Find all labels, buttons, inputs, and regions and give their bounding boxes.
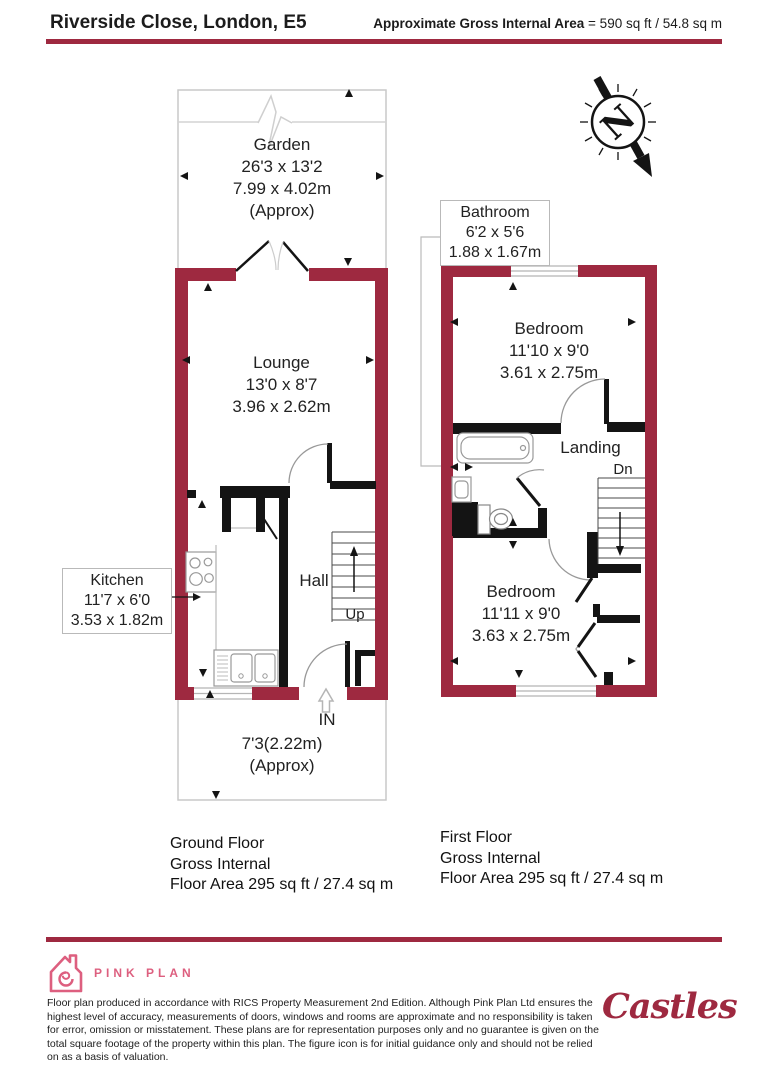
garden-approx: (Approx) [249,201,315,220]
pink-plan-logo-icon [49,954,83,993]
lounge-name: Lounge [253,353,310,372]
bedroom-front-door [548,538,594,603]
front-path-label: 7'3(2.22m) (Approx) [178,733,386,777]
stairs-dn-label: Dn [613,461,633,478]
bathroom-label-box: Bathroom 6'2 x 5'6 1.88 x 1.67m [440,200,550,266]
entrance-arrow-icon [317,687,335,713]
kitchen-window [194,687,252,700]
bedroom-front-metric: 3.63 x 2.75m [471,626,571,645]
compass-circle [590,94,646,150]
stairs-up [331,531,375,622]
wardrobe-doors [575,622,598,678]
front-path-approx: (Approx) [249,756,315,775]
first-floor-caption: First Floor Gross Internal Floor Area 29… [440,828,663,890]
front-door [303,641,350,688]
kitchen-imperial: 11'7 x 6'0 [83,592,151,609]
bedroom-rear-name: Bedroom [514,319,584,338]
landing-label: Landing [560,438,621,457]
bathtub-icon [456,432,534,464]
first-outer-walls [441,265,657,697]
garden-french-doors [235,240,309,272]
bedroom-rear-metric: 3.61 x 2.75m [499,363,599,382]
bedroom-rear-label: Bedroom 11'10 x 9'0 3.61 x 2.75m [445,318,653,384]
ground-caption-line3: Floor Area 295 sq ft / 27.4 sq m [170,876,394,893]
first-caption-line1: First Floor [440,829,512,846]
bedroom-rear-door [560,378,609,424]
garden-metric: 7.99 x 4.02m [232,179,332,198]
ground-floor-plan [167,89,388,801]
bedroom-front-name: Bedroom [486,582,556,601]
sink-icon [213,649,279,687]
page-title: Riverside Close, London, E5 [50,12,307,33]
first-caption-line2: Gross Internal [440,849,541,867]
bathroom-label-leader [420,236,441,467]
stairs-up-label: Up [345,606,365,623]
first-caption-line3: Floor Area 295 sq ft / 27.4 sq m [440,870,664,887]
pink-plan-brand-text: PINK PLAN [94,966,195,980]
lounge-label: Lounge 13'0 x 8'7 3.96 x 2.62m [175,352,388,418]
kitchen-label-box: Kitchen 11'7 x 6'0 3.53 x 1.82m [62,568,172,634]
first-interior-walls [452,422,645,685]
kitchen-metric: 3.53 x 1.82m [70,612,164,629]
stairs-down [597,477,645,564]
front-path-boundary [177,700,387,801]
garden-label: Garden 26'3 x 13'2 7.99 x 4.02m (Approx) [178,134,386,222]
ground-outer-walls [175,268,388,700]
compass-icon: N [580,76,656,177]
compass-rays [580,84,656,160]
hob-icon [185,551,217,593]
area-label: Approximate Gross Internal Area [373,16,585,31]
ground-interior-walls [187,481,376,687]
hall-cupboard [231,518,278,540]
gross-internal-area: Approximate Gross Internal Area = 590 sq… [340,16,722,31]
garden-break-line [257,93,293,151]
garden-boundary [177,89,387,268]
lounge-door [288,443,332,484]
garden-name: Garden [253,135,311,154]
area-value: = 590 sq ft / 54.8 sq m [588,16,722,31]
ground-caption-line2: Gross Internal [170,855,271,873]
bathroom-door [515,469,545,507]
bedroom-front-label: Bedroom 11'11 x 9'0 3.63 x 2.75m [417,581,625,647]
bathroom-metric: 1.88 x 1.67m [448,244,542,261]
bathroom-imperial: 6'2 x 5'6 [465,224,525,241]
ground-floor-caption: Ground Floor Gross Internal Floor Area 2… [170,834,393,896]
footer-divider [46,937,722,942]
lounge-imperial: 13'0 x 8'7 [245,375,318,394]
hall-label: Hall [299,571,329,590]
first-measure-arrows [450,282,636,678]
ground-measure-arrows [180,89,384,799]
header-divider [46,39,722,44]
kitchen-name: Kitchen [90,572,144,589]
bedroom-front-window [516,685,596,697]
bathroom-name: Bathroom [460,204,530,221]
entrance-in-label: IN [318,710,336,729]
castles-logo: Castles [602,986,738,1027]
toilet-icon [477,504,514,535]
bedroom-rear-imperial: 11'10 x 9'0 [509,341,589,360]
first-floor-plan [420,236,657,697]
basin-icon [451,476,472,503]
ground-caption-line1: Ground Floor [170,835,265,852]
bedroom-rear-window [511,265,578,277]
front-path-dimension: 7'3(2.22m) [241,734,323,753]
footer-disclaimer: Floor plan produced in accordance with R… [47,997,599,1063]
garden-imperial: 26'3 x 13'2 [241,157,323,176]
bedroom-front-imperial: 11'11 x 9'0 [481,604,561,623]
lounge-metric: 3.96 x 2.62m [232,397,331,416]
